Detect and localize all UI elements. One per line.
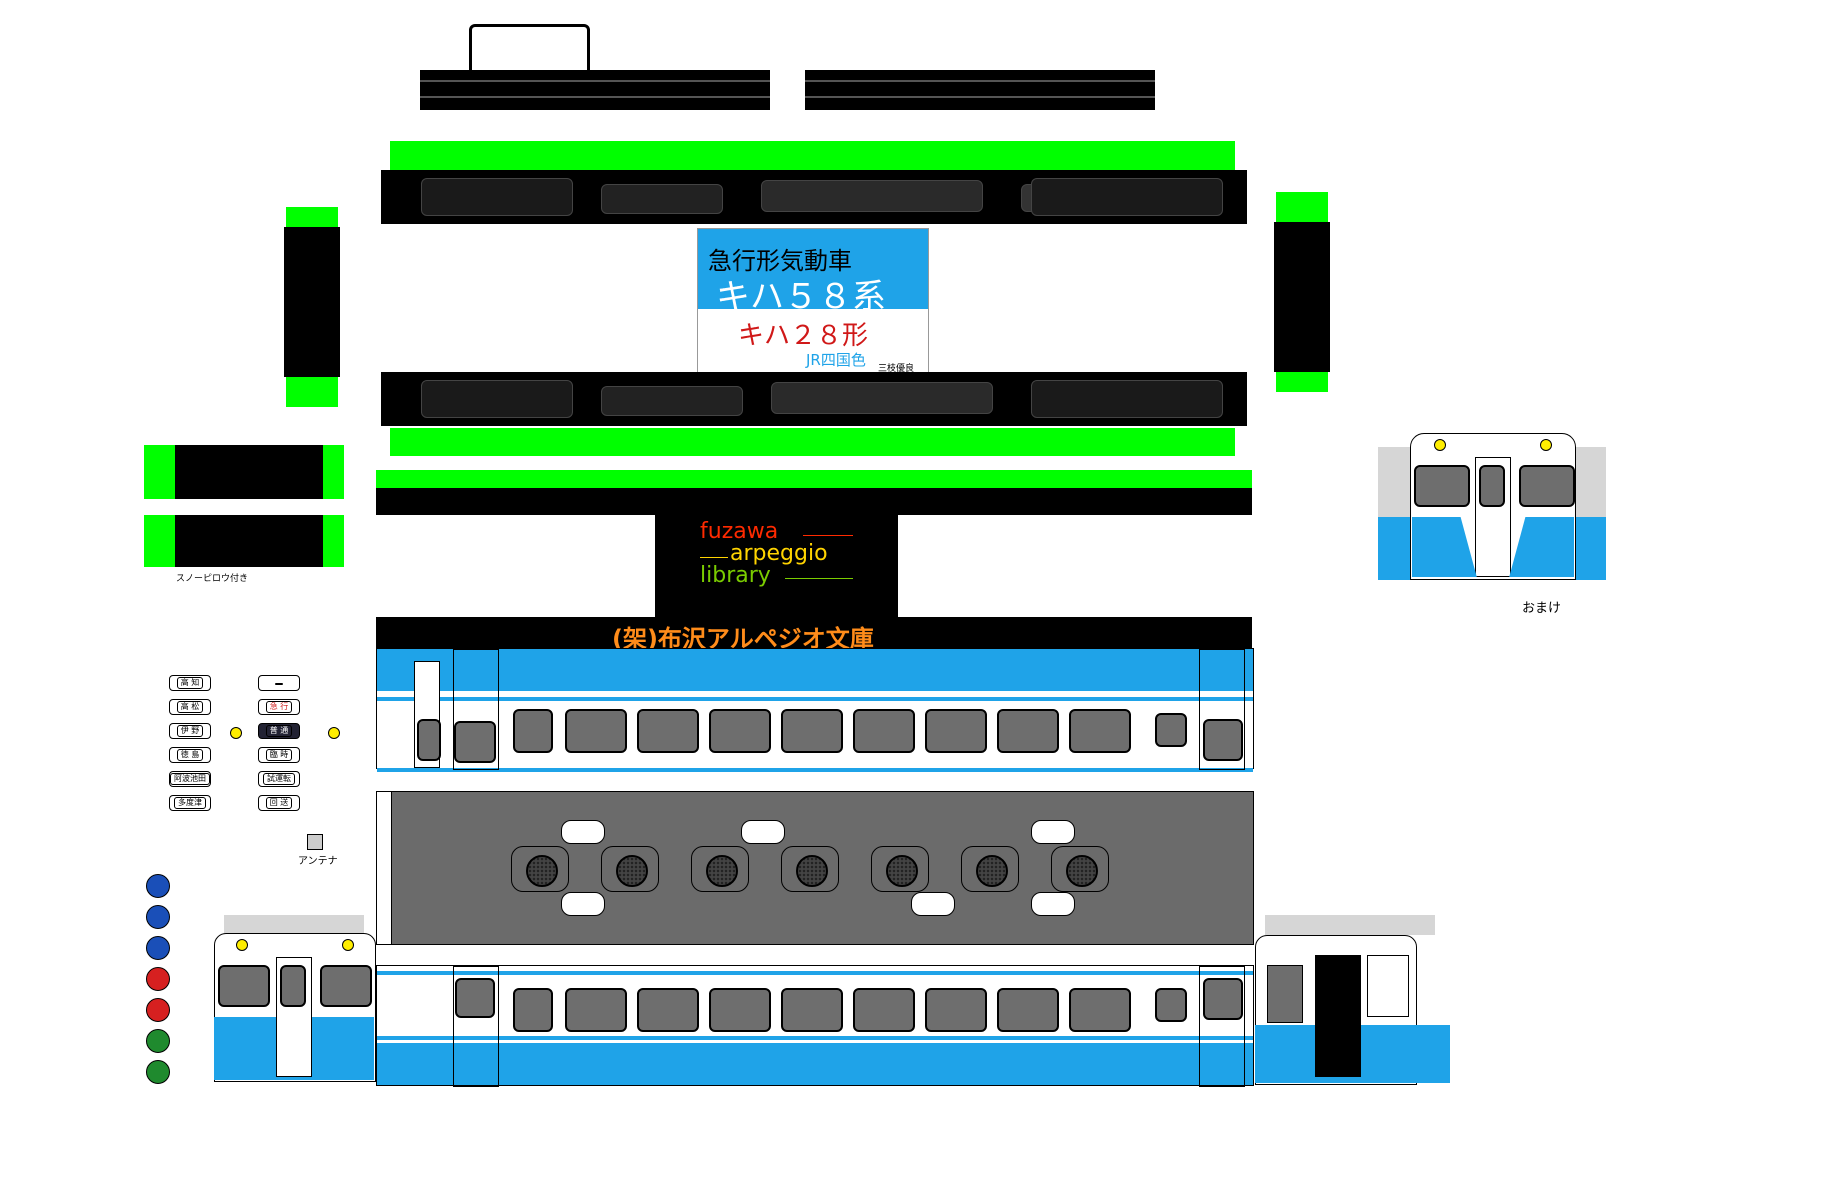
marker-lamp-icon <box>328 727 340 739</box>
underfloor-side-bottom <box>381 372 1247 426</box>
antenna-icon <box>307 834 323 850</box>
type-plate: 急 行 <box>258 699 300 715</box>
headmark-icon <box>146 1060 170 1084</box>
roof-side-frame <box>376 791 392 945</box>
title-series-name: キハ５８系 <box>716 277 886 317</box>
headmark-icon <box>146 967 170 991</box>
logo-library: library <box>700 563 771 588</box>
title-card: 急行形気動車 キハ５８系 キハ２８形 JR四国色 三枝優良 <box>697 228 929 376</box>
car-side-upper <box>376 648 1254 772</box>
rear-view-right <box>1255 905 1450 1085</box>
title-car-type: キハ２８形 <box>738 321 869 351</box>
type-plate <box>258 675 300 691</box>
title-author: 三枝優良 <box>878 364 915 374</box>
type-plate: 試運転 <box>258 771 300 787</box>
destination-plate: 阿波池田 <box>169 771 211 787</box>
door-right <box>1199 649 1245 770</box>
snowplow-caption: スノーピロウ付き <box>176 574 249 584</box>
antenna-caption: アンテナ <box>298 856 338 867</box>
headmark-icon <box>146 1029 170 1053</box>
headmark-icon <box>146 998 170 1022</box>
underfloor-side-top <box>381 170 1247 224</box>
headmark-icon <box>146 905 170 929</box>
marker-lamp-icon <box>230 727 242 739</box>
type-plate: 回 送 <box>258 795 300 811</box>
door-left <box>453 649 499 770</box>
front-view-bonus <box>1378 405 1606 580</box>
destination-plate: 高 知 <box>169 675 211 691</box>
bonus-caption: おまけ <box>1522 601 1562 616</box>
front-view-left <box>214 905 376 1082</box>
destination-plate: 伊 野 <box>169 723 211 739</box>
title-livery: JR四国色 <box>806 351 866 369</box>
end-underfloor-left <box>284 227 340 377</box>
car-side-lower <box>376 965 1254 1087</box>
roof-top-view <box>390 791 1254 945</box>
glue-tab-top-1 <box>390 141 1235 171</box>
destination-plate: 高 松 <box>169 699 211 715</box>
glue-tab-floor <box>376 470 1252 488</box>
destination-plate: 徳 島 <box>169 747 211 763</box>
logo-arpeggio: arpeggio <box>730 541 828 566</box>
destination-plate: 多度津 <box>169 795 211 811</box>
snowplow-part-1 <box>175 445 323 499</box>
end-underfloor-right <box>1274 222 1330 372</box>
title-series-type: 急行形気動車 <box>708 247 852 275</box>
banner: (架)布沢アルペジオ文庫 <box>376 617 1252 653</box>
roof-strip-left <box>420 70 770 110</box>
logo-box: fuzawa arpeggio library <box>655 515 898 621</box>
headmark-icon <box>146 936 170 960</box>
type-plate: 普 通 <box>258 723 300 739</box>
glue-tab-top-2 <box>390 428 1235 456</box>
snowplow-part-2 <box>175 515 323 567</box>
logo-fuzawa: fuzawa <box>700 519 779 544</box>
type-plate: 臨 時 <box>258 747 300 763</box>
roof-strip-right <box>805 70 1155 110</box>
headmark-icon <box>146 874 170 898</box>
floor-strip <box>376 488 1252 515</box>
